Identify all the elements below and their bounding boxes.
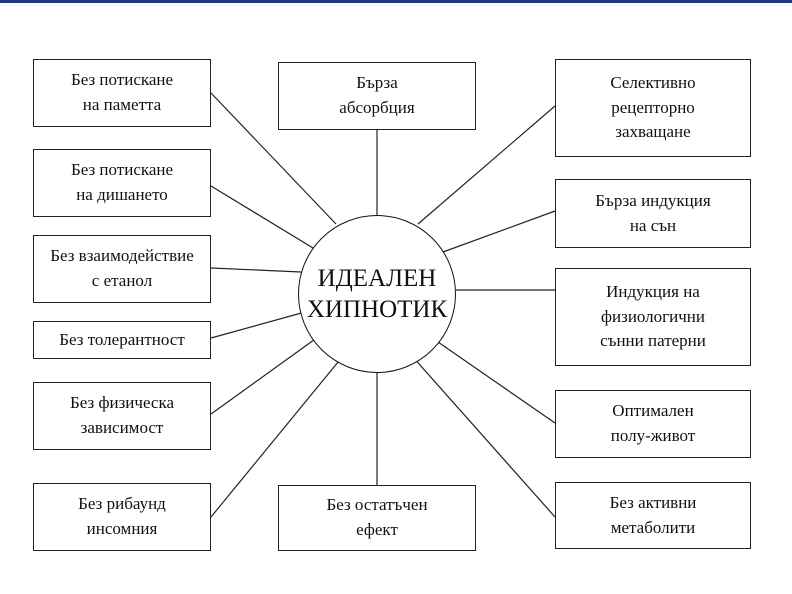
node-physiological-sleep-patterns: Индукция на физиологични сънни патерни bbox=[555, 268, 751, 366]
top-accent-bar bbox=[0, 0, 792, 3]
ideal-hypnotic-hub: ИДЕАЛЕН ХИПНОТИК bbox=[298, 215, 456, 373]
connector-receptor bbox=[417, 105, 556, 225]
connector-rebound bbox=[210, 355, 344, 518]
node-selective-receptor-binding: Селективно рецепторно захващане bbox=[555, 59, 751, 157]
node-optimal-half-life: Оптимален полу-живот bbox=[555, 390, 751, 458]
connector-memory bbox=[210, 92, 337, 225]
connector-induction bbox=[442, 210, 556, 253]
node-rapid-absorption: Бърза абсорбция bbox=[278, 62, 476, 130]
node-no-residual-effect: Без остатъчен ефект bbox=[278, 485, 476, 551]
node-no-memory-suppression: Без потискане на паметта bbox=[33, 59, 211, 127]
connector-dependence bbox=[210, 336, 319, 415]
node-rapid-sleep-induction: Бърза индукция на сън bbox=[555, 179, 751, 248]
connector-half-life bbox=[437, 341, 556, 424]
connector-metabolites bbox=[411, 355, 556, 518]
node-no-respiratory-suppression: Без потискане на дишането bbox=[33, 149, 211, 217]
connector-ethanol bbox=[210, 267, 302, 273]
node-no-tolerance: Без толерантност bbox=[33, 321, 211, 359]
node-no-physical-dependence: Без физическа зависимост bbox=[33, 382, 211, 450]
node-no-active-metabolites: Без активни метаболити bbox=[555, 482, 751, 549]
node-no-rebound-insomnia: Без рибаунд инсомния bbox=[33, 483, 211, 551]
node-no-ethanol-interaction: Без взаимодействие с етанол bbox=[33, 235, 211, 303]
connector-tolerance bbox=[210, 311, 306, 339]
connector-respiratory bbox=[210, 185, 314, 249]
